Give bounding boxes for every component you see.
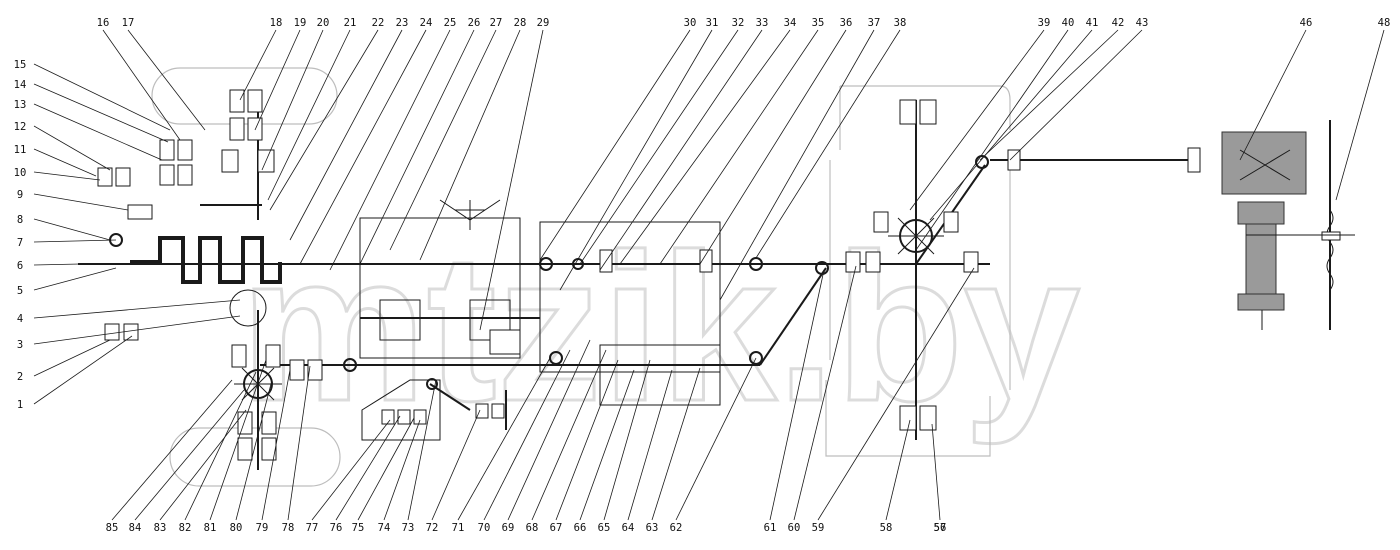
callout-20: 20: [317, 17, 330, 29]
callout-15: 15: [14, 59, 27, 71]
callout-60: 60: [788, 522, 801, 534]
gearbox-housing: [359, 199, 721, 406]
callout-61: 61: [764, 522, 777, 534]
callout-16: 16: [97, 17, 110, 29]
callout-30: 30: [684, 17, 697, 29]
callout-2: 2: [17, 371, 23, 383]
callout-85: 85: [106, 522, 119, 534]
callout-6: 6: [17, 260, 23, 272]
callout-31: 31: [706, 17, 719, 29]
callout-82: 82: [179, 522, 192, 534]
callouts-left: 15 14 13 12 11 10 9 8 7 6 5 4 3 2 1: [14, 59, 27, 411]
callout-25: 25: [444, 17, 457, 29]
callout-78: 78: [282, 522, 295, 534]
callout-29: 29: [537, 17, 550, 29]
callout-67: 67: [550, 522, 563, 534]
callout-9: 9: [17, 189, 23, 201]
callout-72: 72: [426, 522, 439, 534]
callout-33: 33: [756, 17, 769, 29]
callout-4: 4: [17, 313, 23, 325]
callout-22: 22: [372, 17, 385, 29]
callout-83: 83: [154, 522, 167, 534]
callout-57: 57: [934, 522, 947, 534]
callout-71: 71: [452, 522, 465, 534]
callout-13: 13: [14, 99, 27, 111]
callout-66: 66: [574, 522, 587, 534]
callout-14: 14: [14, 79, 27, 91]
callout-19: 19: [294, 17, 307, 29]
callout-11: 11: [14, 144, 27, 156]
callout-32: 32: [732, 17, 745, 29]
callout-81: 81: [204, 522, 217, 534]
callout-42: 42: [1112, 17, 1125, 29]
callout-21: 21: [344, 17, 357, 29]
callout-38: 38: [894, 17, 907, 29]
callout-23: 23: [396, 17, 409, 29]
callout-36: 36: [840, 17, 853, 29]
callout-27: 27: [490, 17, 503, 29]
callout-1: 1: [17, 399, 23, 411]
callout-69: 69: [502, 522, 515, 534]
callout-76: 76: [330, 522, 343, 534]
callout-48: 48: [1378, 17, 1391, 29]
callout-65: 65: [598, 522, 611, 534]
callout-62: 62: [670, 522, 683, 534]
callout-26: 26: [468, 17, 481, 29]
callout-68: 68: [526, 522, 539, 534]
callout-46: 46: [1300, 17, 1313, 29]
callout-3: 3: [17, 339, 23, 351]
callout-59: 59: [812, 522, 825, 534]
callout-63: 63: [646, 522, 659, 534]
callout-37: 37: [868, 17, 881, 29]
callout-79: 79: [256, 522, 269, 534]
callout-12: 12: [14, 121, 27, 133]
callout-58: 58: [880, 522, 893, 534]
callout-73: 73: [402, 522, 415, 534]
pto-assembly: [1221, 120, 1355, 330]
callout-35: 35: [812, 17, 825, 29]
watermark-text: mtzik.by: [240, 210, 1080, 445]
callout-75: 75: [352, 522, 365, 534]
callout-28: 28: [514, 17, 527, 29]
callout-34: 34: [784, 17, 797, 29]
callout-24: 24: [420, 17, 433, 29]
side-unit: [361, 379, 507, 441]
callout-70: 70: [478, 522, 491, 534]
callout-8: 8: [17, 214, 23, 226]
callouts-bottom: 85 84 83 82 81 80 79 78 77 76 75 74 73 72 71 70 69 68 67 66…: [106, 522, 947, 534]
callout-7: 7: [17, 237, 23, 249]
leader-lines: [33, 29, 1385, 521]
callout-10: 10: [14, 167, 27, 179]
callout-56: 56: [934, 522, 947, 534]
callout-17: 17: [122, 17, 135, 29]
callout-80: 80: [230, 522, 243, 534]
gear-blocks: [97, 89, 1201, 461]
callout-77: 77: [306, 522, 319, 534]
callouts-top: 16 17 18 19 20 21 22 23 24 25 26 27 28 29 30 31 32 33 34 35…: [97, 17, 1391, 29]
clutch-shaft-profile: [130, 236, 282, 284]
wheel-outlines: [151, 67, 1011, 487]
callout-43: 43: [1136, 17, 1149, 29]
callout-84: 84: [129, 522, 142, 534]
callout-74: 74: [378, 522, 391, 534]
callout-5: 5: [17, 285, 23, 297]
callout-39: 39: [1038, 17, 1051, 29]
callout-64: 64: [622, 522, 635, 534]
callout-40: 40: [1062, 17, 1075, 29]
callout-18: 18: [270, 17, 283, 29]
callout-41: 41: [1086, 17, 1099, 29]
